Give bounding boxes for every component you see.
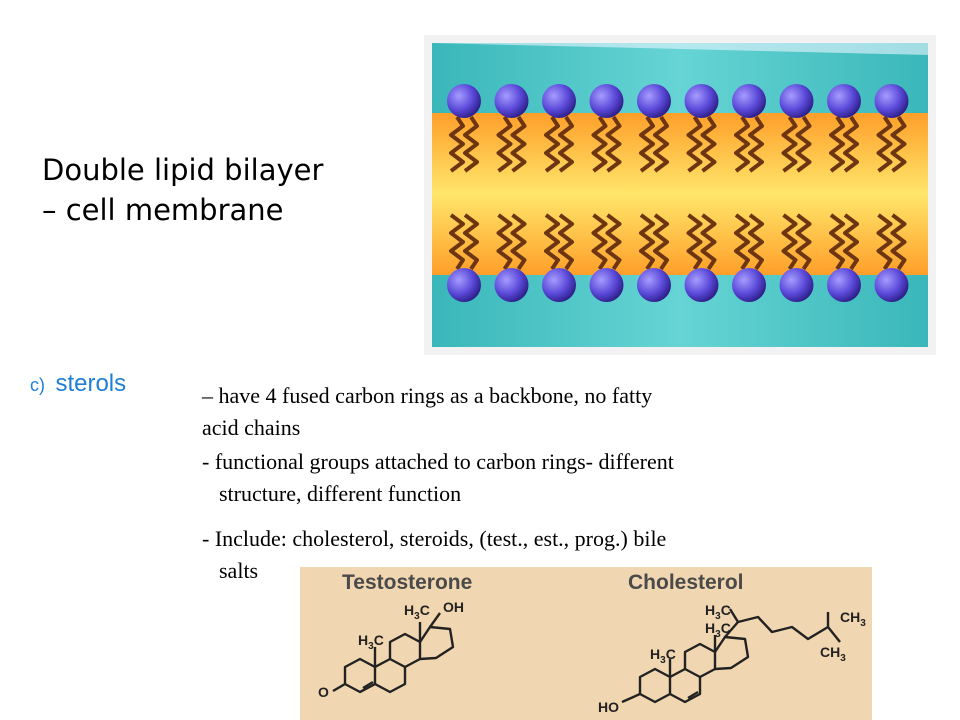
description-paragraph-2: - functional groups attached to carbon r…: [202, 446, 902, 510]
lipid-tail: [890, 115, 907, 173]
lipid-tail: [686, 213, 703, 271]
lipid-tail: [463, 115, 479, 173]
lipid-head: [874, 268, 909, 302]
lipid-head: [827, 84, 861, 118]
lipid-tail: [829, 115, 845, 173]
section-marker: c) sterols: [30, 370, 126, 398]
description-line-4: structure, different function: [219, 481, 462, 506]
cholesterol-h3c-label-top: H3C: [705, 602, 731, 622]
lipid-tail: [605, 115, 622, 173]
lipid-tail: [876, 115, 893, 173]
steroid-structures-figure: Testosterone Cholesterol H3C OH H3C O: [300, 567, 872, 720]
lipid-head: [637, 268, 671, 302]
lipid-tail: [496, 213, 513, 271]
lipid-tail: [591, 115, 608, 173]
lipid-tail: [748, 115, 764, 173]
description-line-6: salts: [219, 558, 259, 583]
lipid-tail: [748, 213, 764, 271]
description-line-3: - functional groups attached to carbon r…: [202, 449, 674, 474]
lipid-tail: [496, 115, 513, 173]
lipid-tail: [591, 213, 608, 271]
lipid-head: [637, 84, 671, 118]
lipid-tail: [510, 115, 527, 173]
testosterone-h3c-label-top: H3C: [404, 602, 430, 622]
lipid-tail: [605, 213, 622, 271]
lipid-tail: [639, 115, 655, 173]
lipid-tail: [449, 115, 465, 173]
lipid-tail: [781, 115, 798, 173]
lipid-tail: [558, 213, 574, 271]
lipid-tail: [686, 115, 703, 173]
section-topic: sterols: [55, 370, 127, 397]
lipid-head: [827, 268, 861, 302]
lipid-tail: [558, 115, 574, 173]
testosterone-title: Testosterone: [342, 571, 472, 594]
lipid-heads: [447, 84, 909, 302]
testosterone-oh-label: OH: [443, 599, 464, 615]
section-letter: c): [30, 375, 45, 395]
lipid-tail: [734, 115, 750, 173]
lipid-tail: [700, 213, 717, 271]
lipid-head: [684, 268, 719, 302]
cholesterol-ch3-label-bottom: CH3: [820, 644, 846, 664]
description-paragraph-1: – have 4 fused carbon rings as a backbon…: [202, 380, 902, 444]
lipid-tail: [510, 213, 527, 271]
lipid-tail: [843, 115, 859, 173]
lipid-tail: [700, 115, 717, 173]
lipid-head: [589, 268, 624, 302]
lipid-head: [542, 84, 576, 118]
cholesterol-h3c-label-mid: H3C: [650, 646, 676, 666]
heading-line-2: – cell membrane: [42, 193, 284, 227]
lipid-tail: [876, 213, 893, 271]
lipid-tail: [544, 115, 560, 173]
description-paragraph-3: - Include: cholesterol, steroids, (test.…: [202, 523, 902, 587]
lipid-head: [684, 84, 719, 118]
lipid-tail: [829, 213, 845, 271]
lipid-tail: [544, 213, 560, 271]
lipid-head: [542, 268, 576, 302]
cholesterol-ho-label: HO: [598, 699, 619, 715]
cholesterol-structure: [621, 608, 841, 704]
lipid-head: [447, 84, 481, 118]
lipid-tail: [734, 213, 750, 271]
lipid-head: [589, 84, 624, 118]
membrane-top-edge: [432, 43, 928, 55]
lipid-head: [732, 268, 766, 302]
lipid-tails: [449, 115, 907, 271]
lipid-tail: [463, 213, 479, 271]
lipid-head: [447, 268, 481, 302]
description-line-2: acid chains: [202, 415, 301, 440]
lipid-head: [732, 84, 766, 118]
testosterone-o-label: O: [318, 684, 329, 700]
description-line-5: - Include: cholesterol, steroids, (test.…: [202, 526, 667, 551]
lipid-bilayer-diagram: [424, 35, 936, 355]
lipid-tail: [890, 213, 907, 271]
lipid-head: [494, 268, 529, 302]
cholesterol-ch3-label-top: CH3: [840, 609, 866, 629]
lipid-head: [779, 268, 814, 302]
lipid-head: [494, 84, 529, 118]
description-line-1: – have 4 fused carbon rings as a backbon…: [202, 383, 653, 408]
lipid-tail: [653, 213, 669, 271]
heading-line-1: Double lipid bilayer: [42, 153, 324, 187]
cholesterol-h3c-label-side: H3C: [705, 620, 731, 640]
lipid-head: [779, 84, 814, 118]
lipid-tail: [449, 213, 465, 271]
lipid-tail: [653, 115, 669, 173]
cholesterol-title: Cholesterol: [628, 571, 744, 594]
testosterone-h3c-label-mid: H3C: [358, 632, 384, 652]
lipid-tail: [795, 213, 812, 271]
lipid-tail: [639, 213, 655, 271]
lipid-head: [874, 84, 909, 118]
slide-heading: Double lipid bilayer – cell membrane: [42, 150, 382, 230]
lipid-tail: [795, 115, 812, 173]
testosterone-structure: [332, 612, 455, 694]
lipid-tail: [781, 213, 798, 271]
membrane-hydrophobic-core: [432, 113, 928, 275]
lipid-tail: [843, 213, 859, 271]
